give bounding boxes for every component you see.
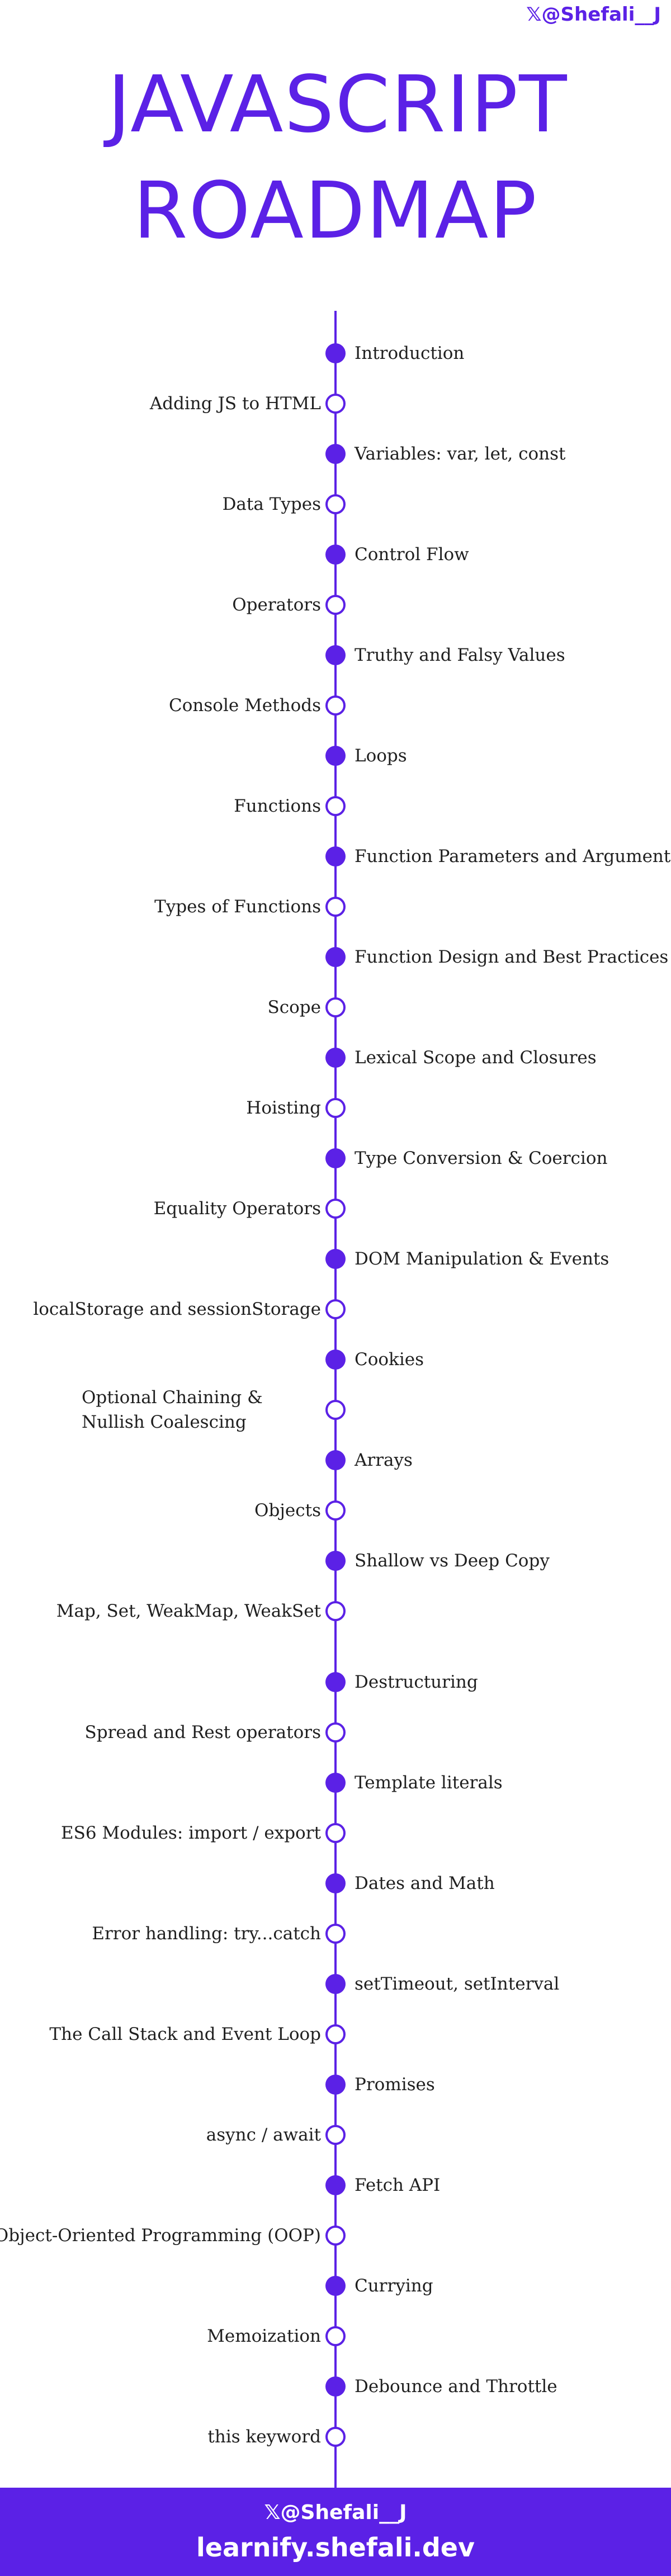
author-handle: 𝕏@Shefali__J	[526, 3, 661, 26]
roadmap-node-hollow	[325, 897, 346, 917]
roadmap-item-label: Scope	[267, 997, 321, 1017]
footer-site-link[interactable]: learnify.shefali.dev	[196, 2532, 475, 2563]
roadmap-node-filled	[325, 1048, 346, 1068]
roadmap-node-hollow	[325, 695, 346, 716]
roadmap-node-filled	[325, 846, 346, 866]
roadmap-node-filled	[325, 343, 346, 363]
roadmap-node-filled	[325, 544, 346, 565]
roadmap-node-hollow	[325, 1400, 346, 1420]
roadmap-node-hollow	[325, 595, 346, 615]
roadmap-node-hollow	[325, 2225, 346, 2246]
roadmap-node-hollow	[325, 2125, 346, 2145]
roadmap-node-hollow	[325, 1823, 346, 1843]
roadmap-item-label: Arrays	[355, 1450, 413, 1470]
page-title-line1: JAVASCRIPT	[107, 59, 568, 150]
roadmap-item-label: Introduction	[355, 343, 465, 363]
roadmap-node-hollow	[325, 1199, 346, 1219]
roadmap-node-hollow	[325, 1098, 346, 1118]
roadmap-node-hollow	[325, 1924, 346, 1944]
roadmap-item-label: Destructuring	[355, 1672, 478, 1692]
roadmap-node-hollow	[325, 1500, 346, 1521]
roadmap-item-label: Object-Oriented Programming (OOP)	[0, 2225, 321, 2246]
roadmap-node-filled	[325, 444, 346, 464]
roadmap-node-hollow	[325, 1601, 346, 1621]
roadmap-item-label: Type Conversion & Coercion	[355, 1148, 608, 1168]
roadmap-item-label: Console Methods	[169, 695, 321, 716]
page-title-line2: ROADMAP	[133, 165, 538, 257]
roadmap-item-label: Error handling: try...catch	[92, 1924, 321, 1944]
roadmap-node-filled	[325, 1773, 346, 1793]
roadmap-node-filled	[325, 2276, 346, 2296]
roadmap-node-filled	[325, 1450, 346, 1470]
roadmap-node-filled	[325, 1148, 346, 1168]
roadmap-node-filled	[325, 2075, 346, 2095]
roadmap-node-filled	[325, 2175, 346, 2195]
roadmap-node-hollow	[325, 494, 346, 514]
roadmap-item-label: Function Design and Best Practices	[355, 947, 669, 967]
roadmap-item-label: Dates and Math	[355, 1873, 495, 1893]
roadmap-item-label: Hoisting	[246, 1098, 321, 1118]
roadmap-node-filled	[325, 1551, 346, 1571]
roadmap-item-label: Lexical Scope and Closures	[355, 1048, 597, 1068]
roadmap-item-label: Types of Functions	[154, 897, 321, 917]
roadmap-item-label: Variables: var, let, const	[355, 444, 566, 464]
roadmap-item-label: ES6 Modules: import / export	[61, 1823, 321, 1843]
roadmap-item-label: Currying	[355, 2276, 433, 2296]
roadmap-item-label: Data Types	[222, 494, 321, 514]
footer-banner: 𝕏@Shefali__J learnify.shefali.dev	[0, 2488, 671, 2576]
roadmap-item-label: Optional Chaining & Nullish Coalescing	[82, 1388, 263, 1432]
roadmap-node-hollow	[325, 394, 346, 414]
roadmap-item-label: Spread and Rest operators	[84, 1722, 321, 1742]
roadmap-item-label: Adding JS to HTML	[149, 394, 321, 414]
roadmap-item-label: Shallow vs Deep Copy	[355, 1551, 550, 1571]
roadmap-item-label: Memoization	[207, 2326, 321, 2346]
roadmap-node-hollow	[325, 997, 346, 1017]
roadmap-item-label: Function Parameters and Arguments	[355, 846, 671, 866]
roadmap-node-filled	[325, 947, 346, 967]
roadmap-node-filled	[325, 645, 346, 665]
roadmap-item-label: Map, Set, WeakMap, WeakSet	[56, 1601, 321, 1621]
roadmap-node-filled	[325, 1873, 346, 1893]
roadmap-item-label: DOM Manipulation & Events	[355, 1249, 609, 1269]
roadmap-item-label: async / await	[206, 2125, 321, 2145]
roadmap-item-label: Objects	[254, 1500, 321, 1521]
roadmap-item-label: Equality Operators	[153, 1199, 321, 1219]
roadmap-item-label: Operators	[232, 595, 321, 615]
roadmap-node-filled	[325, 1672, 346, 1692]
roadmap-node-filled	[325, 1349, 346, 1370]
roadmap-node-hollow	[325, 2427, 346, 2447]
roadmap-item-label: Loops	[355, 746, 407, 766]
roadmap-node-hollow	[325, 2326, 346, 2346]
roadmap-node-filled	[325, 1974, 346, 1994]
roadmap-item-label: setTimeout, setInterval	[355, 1974, 560, 1994]
roadmap-node-hollow	[325, 2024, 346, 2044]
roadmap-item-label: Debounce and Throttle	[355, 2376, 557, 2397]
roadmap-node-filled	[325, 2376, 346, 2397]
roadmap-node-hollow	[325, 1722, 346, 1742]
roadmap-item-label: Cookies	[355, 1349, 424, 1370]
footer-handle: 𝕏@Shefali__J	[264, 2501, 407, 2524]
roadmap-item-label: Functions	[234, 796, 321, 816]
roadmap-item-label: Template literals	[355, 1773, 503, 1793]
roadmap-item-label: this keyword	[207, 2427, 321, 2447]
roadmap-item-label: Control Flow	[355, 544, 469, 565]
roadmap-node-hollow	[325, 796, 346, 816]
roadmap-item-label: Promises	[355, 2075, 435, 2095]
roadmap-node-filled	[325, 1249, 346, 1269]
roadmap-node-filled	[325, 746, 346, 766]
roadmap-item-label: localStorage and sessionStorage	[33, 1299, 321, 1319]
roadmap-item-label: Fetch API	[355, 2175, 441, 2195]
roadmap-item-label: Truthy and Falsy Values	[355, 645, 565, 665]
roadmap-node-hollow	[325, 1299, 346, 1319]
roadmap-item-label: The Call Stack and Event Loop	[49, 2024, 321, 2044]
